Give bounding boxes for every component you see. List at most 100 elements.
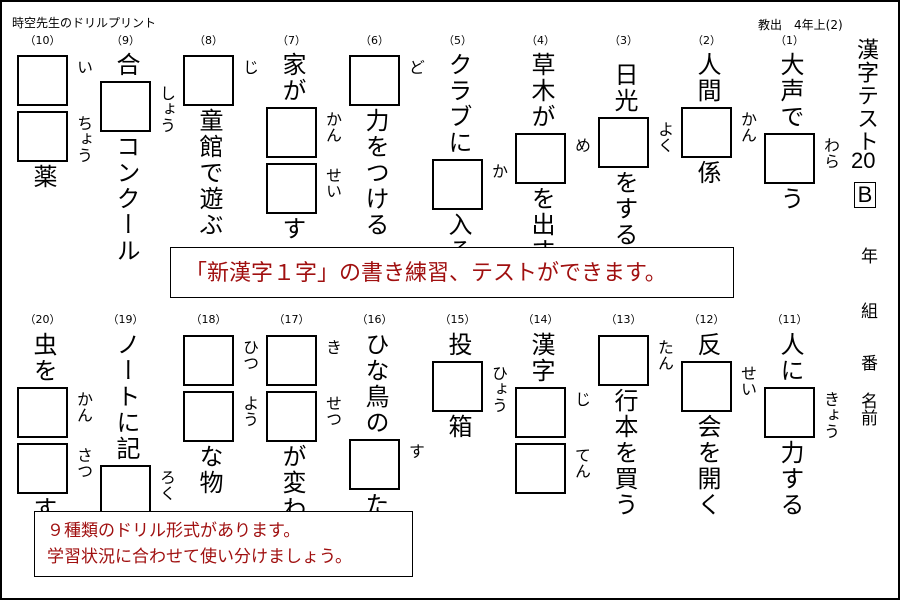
question-text: 箱 bbox=[444, 414, 472, 440]
question-number: （19） bbox=[107, 313, 144, 326]
furigana-hint: ど bbox=[406, 59, 425, 75]
promo-note-2: ９種類のドリル形式があります。 学習状況に合わせて使い分けましょう。 bbox=[34, 511, 413, 577]
publisher-label: 時空先生のドリルプリント bbox=[12, 16, 157, 30]
question-text: ノートに記 bbox=[112, 332, 140, 462]
furigana-hint: ろく bbox=[157, 469, 176, 501]
furigana-hint: しょう bbox=[157, 85, 176, 133]
furigana-hint: ちょう bbox=[74, 115, 93, 163]
answer-box[interactable]: か bbox=[432, 159, 508, 210]
answer-box[interactable]: す bbox=[349, 439, 425, 490]
question-number: （20） bbox=[24, 313, 61, 326]
question-number: （18） bbox=[190, 313, 227, 326]
question-number: （11） bbox=[771, 313, 808, 326]
question-number: （12） bbox=[688, 313, 725, 326]
question-text: 薬 bbox=[29, 164, 57, 190]
question-number: （8） bbox=[194, 34, 223, 47]
question-text: 力をつける bbox=[361, 108, 389, 238]
question-text: 家が bbox=[278, 52, 306, 104]
answer-box[interactable]: ひつ bbox=[183, 335, 259, 386]
answer-box[interactable]: ひょう bbox=[432, 361, 508, 413]
test-variant-badge: B bbox=[854, 182, 876, 208]
answer-box[interactable]: よう bbox=[183, 391, 259, 442]
furigana-hint: わら bbox=[821, 137, 840, 169]
answer-box[interactable]: よく bbox=[598, 117, 674, 168]
answer-box[interactable]: ど bbox=[349, 55, 425, 106]
question-text: 日光 bbox=[610, 62, 638, 114]
question-number: （16） bbox=[356, 313, 393, 326]
question-number: （6） bbox=[360, 34, 389, 47]
question-text: 係 bbox=[693, 160, 721, 186]
furigana-hint: ひつ bbox=[240, 339, 259, 371]
furigana-hint: たん bbox=[655, 339, 674, 371]
question-text: な物 bbox=[195, 444, 223, 496]
question-text: 行本を買う bbox=[610, 388, 638, 518]
question-text: 人間 bbox=[693, 52, 721, 104]
question-number: （10） bbox=[24, 34, 61, 47]
question-text: 合 bbox=[112, 52, 140, 78]
question-number: （13） bbox=[605, 313, 642, 326]
answer-box[interactable]: い bbox=[17, 55, 93, 106]
answer-box[interactable]: てん bbox=[515, 443, 591, 494]
question-number: （14） bbox=[522, 313, 559, 326]
furigana-hint: め bbox=[572, 137, 591, 153]
furigana-hint: せい bbox=[738, 365, 757, 397]
test-number: 20 bbox=[851, 148, 876, 173]
question-text: をする bbox=[610, 170, 638, 248]
furigana-hint: よく bbox=[655, 121, 674, 153]
question-number: （7） bbox=[277, 34, 306, 47]
furigana-hint: せつ bbox=[323, 395, 342, 427]
answer-box[interactable]: かん bbox=[681, 107, 757, 158]
answer-box[interactable]: ちょう bbox=[17, 111, 93, 163]
question-text: ひな鳥の bbox=[361, 332, 389, 436]
question-text: う bbox=[776, 186, 804, 212]
furigana-hint: きょう bbox=[821, 391, 840, 439]
answer-box[interactable]: きょう bbox=[764, 387, 840, 439]
answer-box[interactable]: わら bbox=[764, 133, 840, 184]
question-text: 反 bbox=[693, 332, 721, 358]
question-text: が変わ bbox=[278, 444, 306, 522]
answer-box[interactable]: たん bbox=[598, 335, 674, 386]
number-field[interactable]: 番 bbox=[857, 354, 877, 371]
answer-box[interactable]: じ bbox=[183, 55, 259, 106]
year-field[interactable]: 年 bbox=[857, 247, 877, 264]
question-text: 会を開く bbox=[693, 414, 721, 518]
answer-box[interactable]: ろく bbox=[100, 465, 176, 516]
answer-box[interactable]: じ bbox=[515, 387, 591, 438]
furigana-hint: よう bbox=[240, 395, 259, 427]
question-number: （4） bbox=[526, 34, 555, 47]
answer-box[interactable]: せつ bbox=[266, 391, 342, 442]
question-text: クラブに bbox=[444, 52, 472, 156]
question-text: 大声で bbox=[776, 52, 804, 130]
furigana-hint: い bbox=[74, 59, 93, 75]
furigana-hint: さつ bbox=[74, 447, 93, 479]
furigana-hint: す bbox=[406, 443, 425, 459]
answer-box[interactable]: さつ bbox=[17, 443, 93, 494]
furigana-hint: かん bbox=[738, 111, 757, 143]
question-number: （2） bbox=[692, 34, 721, 47]
answer-box[interactable]: め bbox=[515, 133, 591, 184]
answer-box[interactable]: かん bbox=[266, 107, 342, 158]
furigana-hint: てん bbox=[572, 447, 591, 479]
furigana-hint: か bbox=[489, 163, 508, 179]
question-text: 虫を bbox=[29, 332, 57, 384]
question-text: 草木が bbox=[527, 52, 555, 130]
question-text: 投 bbox=[444, 332, 472, 358]
answer-box[interactable]: せい bbox=[266, 163, 342, 214]
question-text: 漢字 bbox=[527, 332, 555, 384]
answer-box[interactable]: せい bbox=[681, 361, 757, 412]
furigana-hint: ひょう bbox=[489, 365, 508, 413]
promo-note-2-line-2: 学習状況に合わせて使い分けましょう。 bbox=[47, 547, 352, 567]
question-text: 人に bbox=[776, 332, 804, 384]
furigana-hint: せい bbox=[323, 167, 342, 199]
answer-box[interactable]: しょう bbox=[100, 81, 176, 133]
furigana-hint: かん bbox=[323, 111, 342, 143]
promo-note-1: 「新漢字１字」の書き練習、テストができます。 bbox=[170, 247, 734, 298]
class-field[interactable]: 組 bbox=[857, 302, 877, 319]
answer-box[interactable]: かん bbox=[17, 387, 93, 438]
question-number: （9） bbox=[111, 34, 140, 47]
answer-box[interactable]: き bbox=[266, 335, 342, 386]
name-field[interactable]: 名前 bbox=[857, 392, 877, 426]
furigana-hint: き bbox=[323, 339, 342, 355]
question-text: コンクール bbox=[112, 134, 140, 264]
